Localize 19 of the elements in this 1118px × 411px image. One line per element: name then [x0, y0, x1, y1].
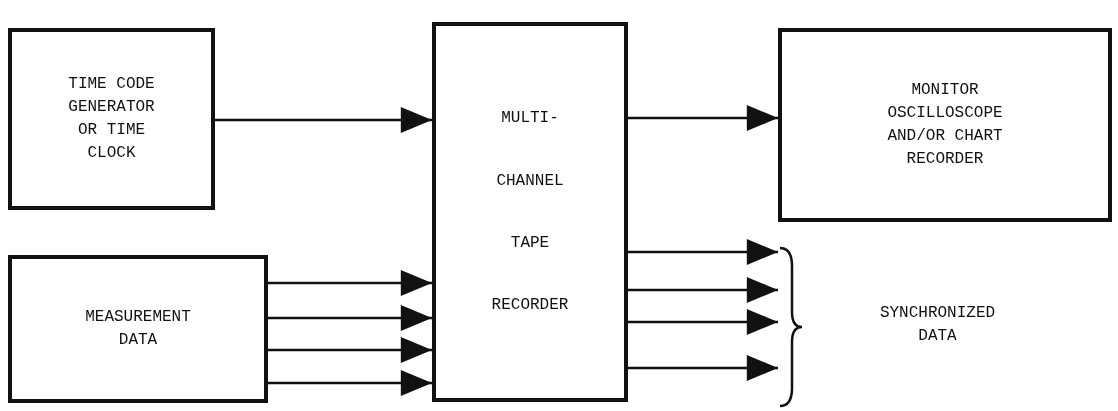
arrow [268, 305, 432, 331]
arrow [628, 309, 778, 335]
arrow [628, 239, 778, 265]
arrow [628, 355, 778, 381]
arrow [268, 337, 432, 363]
box-label: MULTI- CHANNEL TAPE RECORDER [490, 108, 570, 317]
arrow [215, 107, 432, 133]
arrow [268, 370, 432, 396]
process-box [8, 28, 215, 210]
process-box [8, 255, 268, 403]
arrow [268, 270, 432, 296]
node-label: SYNCHRONIZED DATA [878, 302, 997, 347]
box-label: MEASUREMENT DATA [84, 306, 192, 351]
box-label: TIME CODE GENERATOR OR TIME CLOCK [67, 73, 156, 165]
arrow [628, 105, 778, 131]
box-label: MONITOR OSCILLOSCOPE AND/OR CHART RECORDER [886, 79, 1004, 171]
process-box [432, 22, 628, 402]
process-box [778, 28, 1112, 222]
arrow [628, 277, 778, 303]
